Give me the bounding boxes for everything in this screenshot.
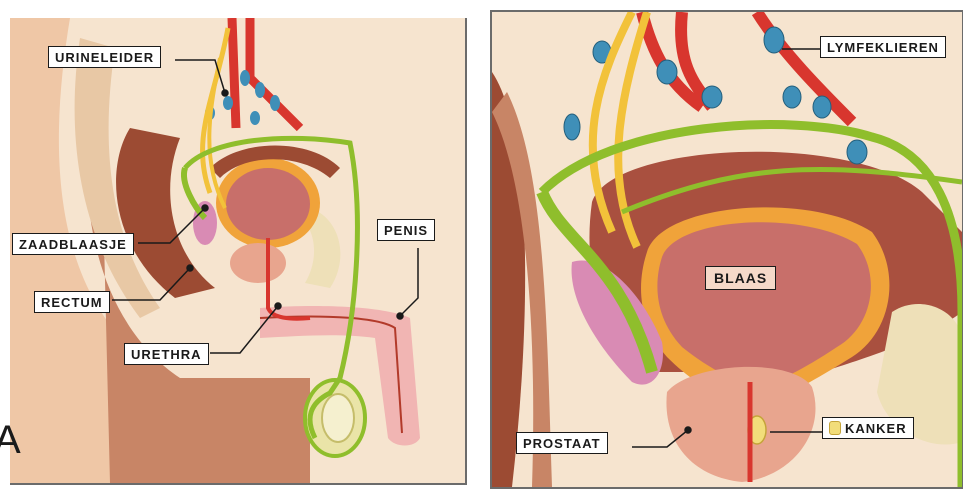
label-urineleider: URINELEIDER bbox=[48, 46, 161, 68]
label-lymfeklieren: LYMFEKLIEREN bbox=[820, 36, 946, 58]
right-anatomy-panel: LYMFEKLIEREN BLAAS PROSTAAT KANKER bbox=[490, 10, 963, 489]
cancer-legend-icon bbox=[829, 421, 841, 435]
label-penis: PENIS bbox=[377, 219, 435, 241]
prostate-right bbox=[666, 367, 815, 482]
label-kanker: KANKER bbox=[822, 417, 914, 439]
prostate bbox=[230, 243, 286, 283]
panel-letter: A bbox=[0, 418, 21, 463]
label-zaadblaasje: ZAADBLAASJE bbox=[12, 233, 134, 255]
left-anatomy-panel: URINELEIDER ZAADBLAASJE RECTUM URETHRA P… bbox=[10, 18, 467, 485]
label-urethra: URETHRA bbox=[124, 343, 209, 365]
label-prostaat: PROSTAAT bbox=[516, 432, 608, 454]
label-blaas: BLAAS bbox=[705, 266, 776, 290]
label-rectum: RECTUM bbox=[34, 291, 110, 313]
right-anatomy-illustration bbox=[492, 12, 962, 487]
label-kanker-text: KANKER bbox=[845, 421, 907, 436]
